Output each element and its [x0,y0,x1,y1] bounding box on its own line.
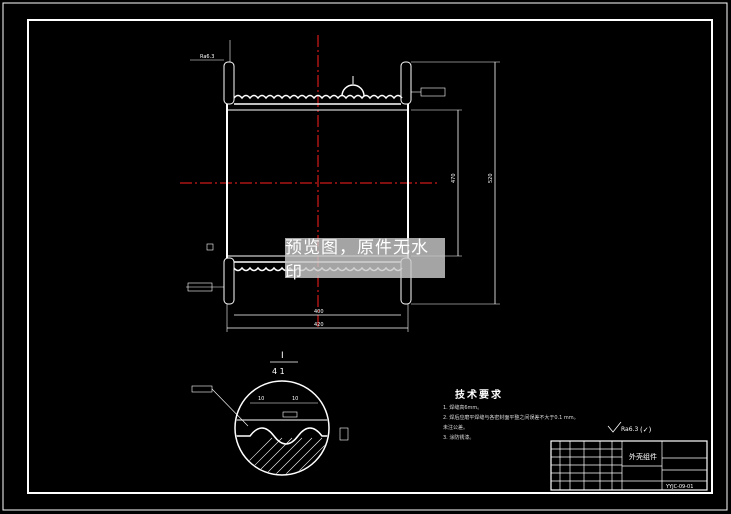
lifting-lug [341,84,365,97]
datum-box [206,243,214,251]
detail-label: I [281,351,284,361]
tolerance-box-left [187,282,213,292]
preview-watermark: 预览图，原件无水印 [285,238,445,283]
left-flange-bottom [223,257,235,305]
dim-height-inner: 470 [451,173,457,183]
tech-requirement-item: 3. 涂防锈漆。 [443,435,475,441]
surface-finish-general: Ra6.3 [621,426,638,433]
detail-circle [234,380,330,476]
detail-weld-section [236,427,328,474]
title-drawing-name: 外壳组件 [629,452,657,461]
tech-requirements-title: 技术要求 [455,390,503,401]
top-corrugation [233,94,403,100]
detail-scale: 4 1 [272,367,285,376]
dim-width-inner: 400 [314,309,324,315]
surface-finish-icon [607,421,622,433]
right-flange-top [400,61,412,105]
detail-leader-box [191,385,213,393]
detail-dim-left: 10 [258,396,264,402]
tech-requirement-item: 1. 焊缝高6mm。 [443,405,483,411]
inner-border [27,19,713,494]
left-flange-top [223,61,235,105]
detail-leader [211,388,249,427]
detail-weld-symbol [282,411,298,418]
title-drawing-number: YYJC-09-01 [665,484,693,490]
detail-dim-right: 10 [292,396,298,402]
tech-requirement-item: 2. 焊后应磨平焊缝与各密封面平整之间误差不大于0.1 mm。 [443,415,579,421]
surface-finish-other: (✓) [640,426,652,434]
detail-right-box [339,427,349,441]
tolerance-box-right [420,87,446,97]
roughness-top-left: Ra6.3 [200,54,214,60]
tech-requirement-item: 未注公差。 [443,425,469,431]
title-block [550,440,708,491]
tech-requirements-list: 1. 焊缝高6mm。 2. 焊后应磨平焊缝与各密封面平整之间误差不大于0.1 m… [443,403,579,443]
dim-width-outer: 420 [314,322,324,328]
dim-height-outer: 520 [488,173,494,183]
